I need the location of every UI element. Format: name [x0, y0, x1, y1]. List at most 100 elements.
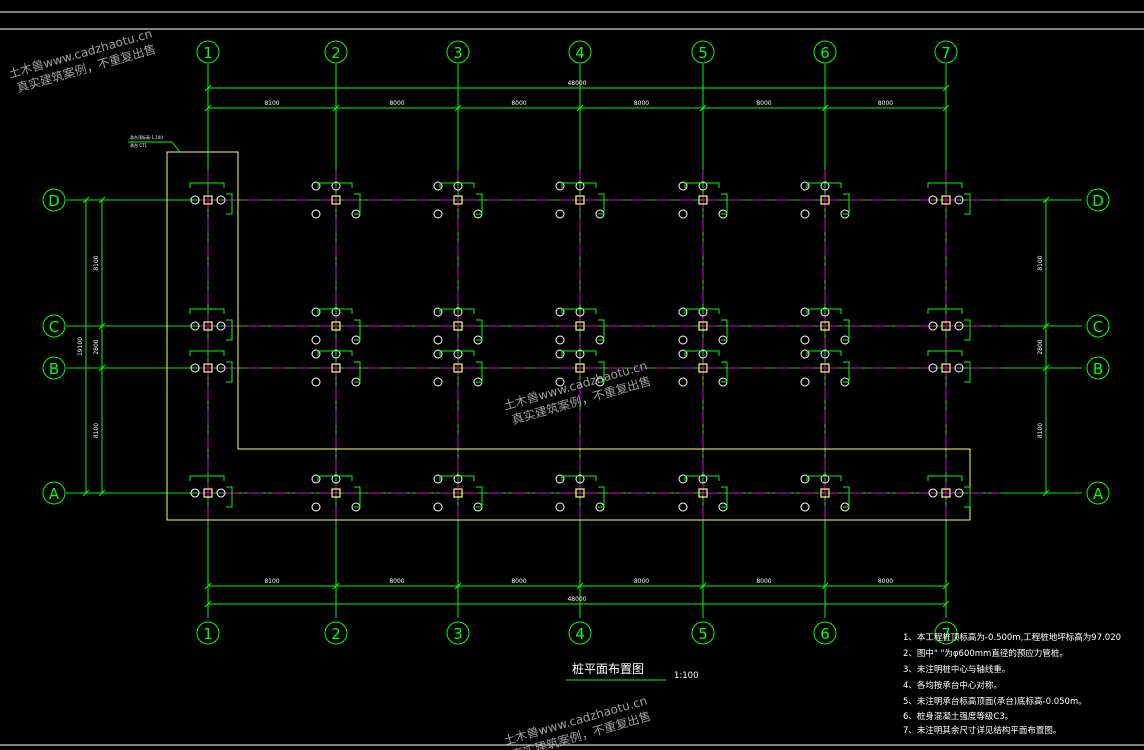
- pile-group-1A-column: [203, 488, 213, 498]
- pile-group-1A-pile-2: [216, 488, 226, 498]
- pile-group-2B-pile-2: [331, 349, 341, 359]
- pile-group-7C: [927, 308, 971, 341]
- left-vertical-span-3: 8100: [93, 423, 100, 438]
- axis-bubble-right-A: A: [1086, 481, 1110, 505]
- bottom-overall-dim: 48000: [567, 596, 586, 603]
- pile-group-4D: [555, 181, 605, 219]
- pile-group-1B-pile-1: [190, 363, 200, 373]
- pile-group-1C: [189, 308, 233, 341]
- pile-group-3B-pile-2: [453, 349, 463, 359]
- top-span-1: 8100: [264, 100, 279, 107]
- pile-group-2C-pile-1: [311, 307, 321, 317]
- left-vertical-overall-dim: 19100: [77, 337, 84, 356]
- axis-bubble-left-A-label: A: [49, 485, 60, 503]
- pile-group-4B-pile-1: [555, 349, 565, 359]
- pile-group-6C-pile-3: [800, 335, 810, 345]
- watermark-center: 土木兽www.cadzhaotu.cn 真实建筑案例，不重复出售: [502, 358, 653, 427]
- pile-group-7B: [927, 350, 971, 383]
- pile-group-7A-pile-2: [954, 488, 964, 498]
- right-vertical-span-3: 8100: [1037, 423, 1044, 438]
- note-3: 3、未注明桩中心与轴线重。: [903, 664, 1010, 675]
- pile-group-5C-column: [698, 321, 708, 331]
- axis-lines: [66, 64, 1082, 618]
- pile-group-1D-column: [203, 195, 213, 205]
- axis-bubble-top-3-label: 3: [453, 44, 463, 62]
- pile-group-5B-pile-3: [678, 377, 688, 387]
- axis-bubble-bottom-3: 3: [446, 621, 470, 645]
- pile-group-5A-pile-1: [678, 474, 688, 484]
- axis-bubble-left-C: C: [42, 314, 66, 338]
- pile-group-6A-column: [820, 488, 830, 498]
- pile-group-5D: [678, 181, 728, 219]
- pile-group-7C-pile-1: [928, 321, 938, 331]
- pile-group-4D-pile-3: [555, 209, 565, 219]
- pile-group-2B: [311, 349, 361, 387]
- pile-group-6D-pile-3: [800, 209, 810, 219]
- axis-bubble-right-A-label: A: [1093, 485, 1104, 503]
- pile-group-6A-pile-2: [820, 474, 830, 484]
- general-notes: 1、本工程桩顶标高为-0.500m,工程桩地坪标高为97.020 2、图中" "…: [903, 632, 1121, 736]
- pile-group-3A-pile-2: [453, 474, 463, 484]
- pile-group-3B-pile-1: [433, 349, 443, 359]
- pile-group-5C: [678, 307, 728, 345]
- bottom-span-4: 8000: [634, 578, 649, 585]
- pile-group-2A-column: [331, 488, 341, 498]
- pile-group-6D-column: [820, 195, 830, 205]
- watermark-bottom: 土木兽www.cadzhaotu.cn 真实建筑案例，不重复出售: [502, 693, 653, 750]
- axis-bubble-top-1-label: 1: [203, 44, 213, 62]
- axis-bubble-right-B: B: [1086, 356, 1110, 380]
- pile-group-7D-pile-2: [954, 195, 964, 205]
- axis-bubble-bottom-2-label: 2: [331, 625, 341, 643]
- note-1: 1、本工程桩顶标高为-0.500m,工程桩地坪标高为97.020: [903, 632, 1121, 643]
- pile-group-5A-pile-2: [698, 474, 708, 484]
- axis-bubble-top-1: 1: [196, 40, 220, 64]
- axis-bubble-bottom-3-label: 3: [453, 625, 463, 643]
- bottom-span-1: 8100: [264, 578, 279, 585]
- axis-bubble-bottom-4: 4: [568, 621, 592, 645]
- pile-group-6C-pile-2: [820, 307, 830, 317]
- pile-group-4C-pile-3: [555, 335, 565, 345]
- axis-bubble-top-7: 7: [934, 40, 958, 64]
- pile-group-4D-pile-1: [555, 181, 565, 191]
- pile-group-5B: [678, 349, 728, 387]
- pile-group-6A: [800, 474, 850, 512]
- pile-group-6C-column: [820, 321, 830, 331]
- pile-group-1A: [189, 475, 233, 508]
- left-strip-foundation-outline: [166, 151, 971, 521]
- pile-group-4A-pile-1: [555, 474, 565, 484]
- axis-bubble-bottom-4-label: 4: [575, 625, 585, 643]
- axis-bubble-right-D: D: [1086, 188, 1110, 212]
- pile-group-2D: [311, 181, 361, 219]
- pile-group-3B-pile-3: [433, 377, 443, 387]
- pile-group-7A-pile-1: [928, 488, 938, 498]
- axis-bubble-top-5: 5: [691, 40, 715, 64]
- top-overall-dim: 48000: [567, 80, 586, 87]
- note-4: 4、各均按承台中心对称。: [903, 680, 1002, 691]
- note-5: 5、未注明承台标高顶面(承台)底标高-0.050m。: [903, 696, 1087, 707]
- drawing-scale: 1:100: [674, 671, 699, 681]
- bottom-span-3: 8000: [511, 578, 526, 585]
- pile-group-4C-column: [575, 321, 585, 331]
- axis-bubble-right-D-label: D: [1092, 192, 1104, 210]
- axis-bubble-top-7-label: 7: [941, 44, 951, 62]
- pile-group-1C-pile-2: [216, 321, 226, 331]
- pile-group-2D-column: [331, 195, 341, 205]
- top-span-2: 8000: [389, 100, 404, 107]
- pile-group-6D: [800, 181, 850, 219]
- pile-group-6B-pile-1: [800, 349, 810, 359]
- pile-group-6B-column: [820, 363, 830, 373]
- axis-bubble-right-B-label: B: [1093, 360, 1103, 378]
- pile-group-2B-pile-3: [311, 377, 321, 387]
- axis-bubble-top-2: 2: [324, 40, 348, 64]
- pile-group-3C-pile-3: [433, 335, 443, 345]
- pile-group-6B: [800, 349, 850, 387]
- bottom-span-5: 8000: [756, 578, 771, 585]
- pile-group-4B-pile-3: [555, 377, 565, 387]
- pile-group-2D-pile-2: [331, 181, 341, 191]
- pile-group-5A-column: [698, 488, 708, 498]
- pile-group-2C-pile-3: [311, 335, 321, 345]
- pile-group-6C-pile-1: [800, 307, 810, 317]
- pile-group-3B: [433, 349, 483, 387]
- pile-group-7A: [927, 475, 971, 508]
- callout-leader-tail: [171, 141, 181, 153]
